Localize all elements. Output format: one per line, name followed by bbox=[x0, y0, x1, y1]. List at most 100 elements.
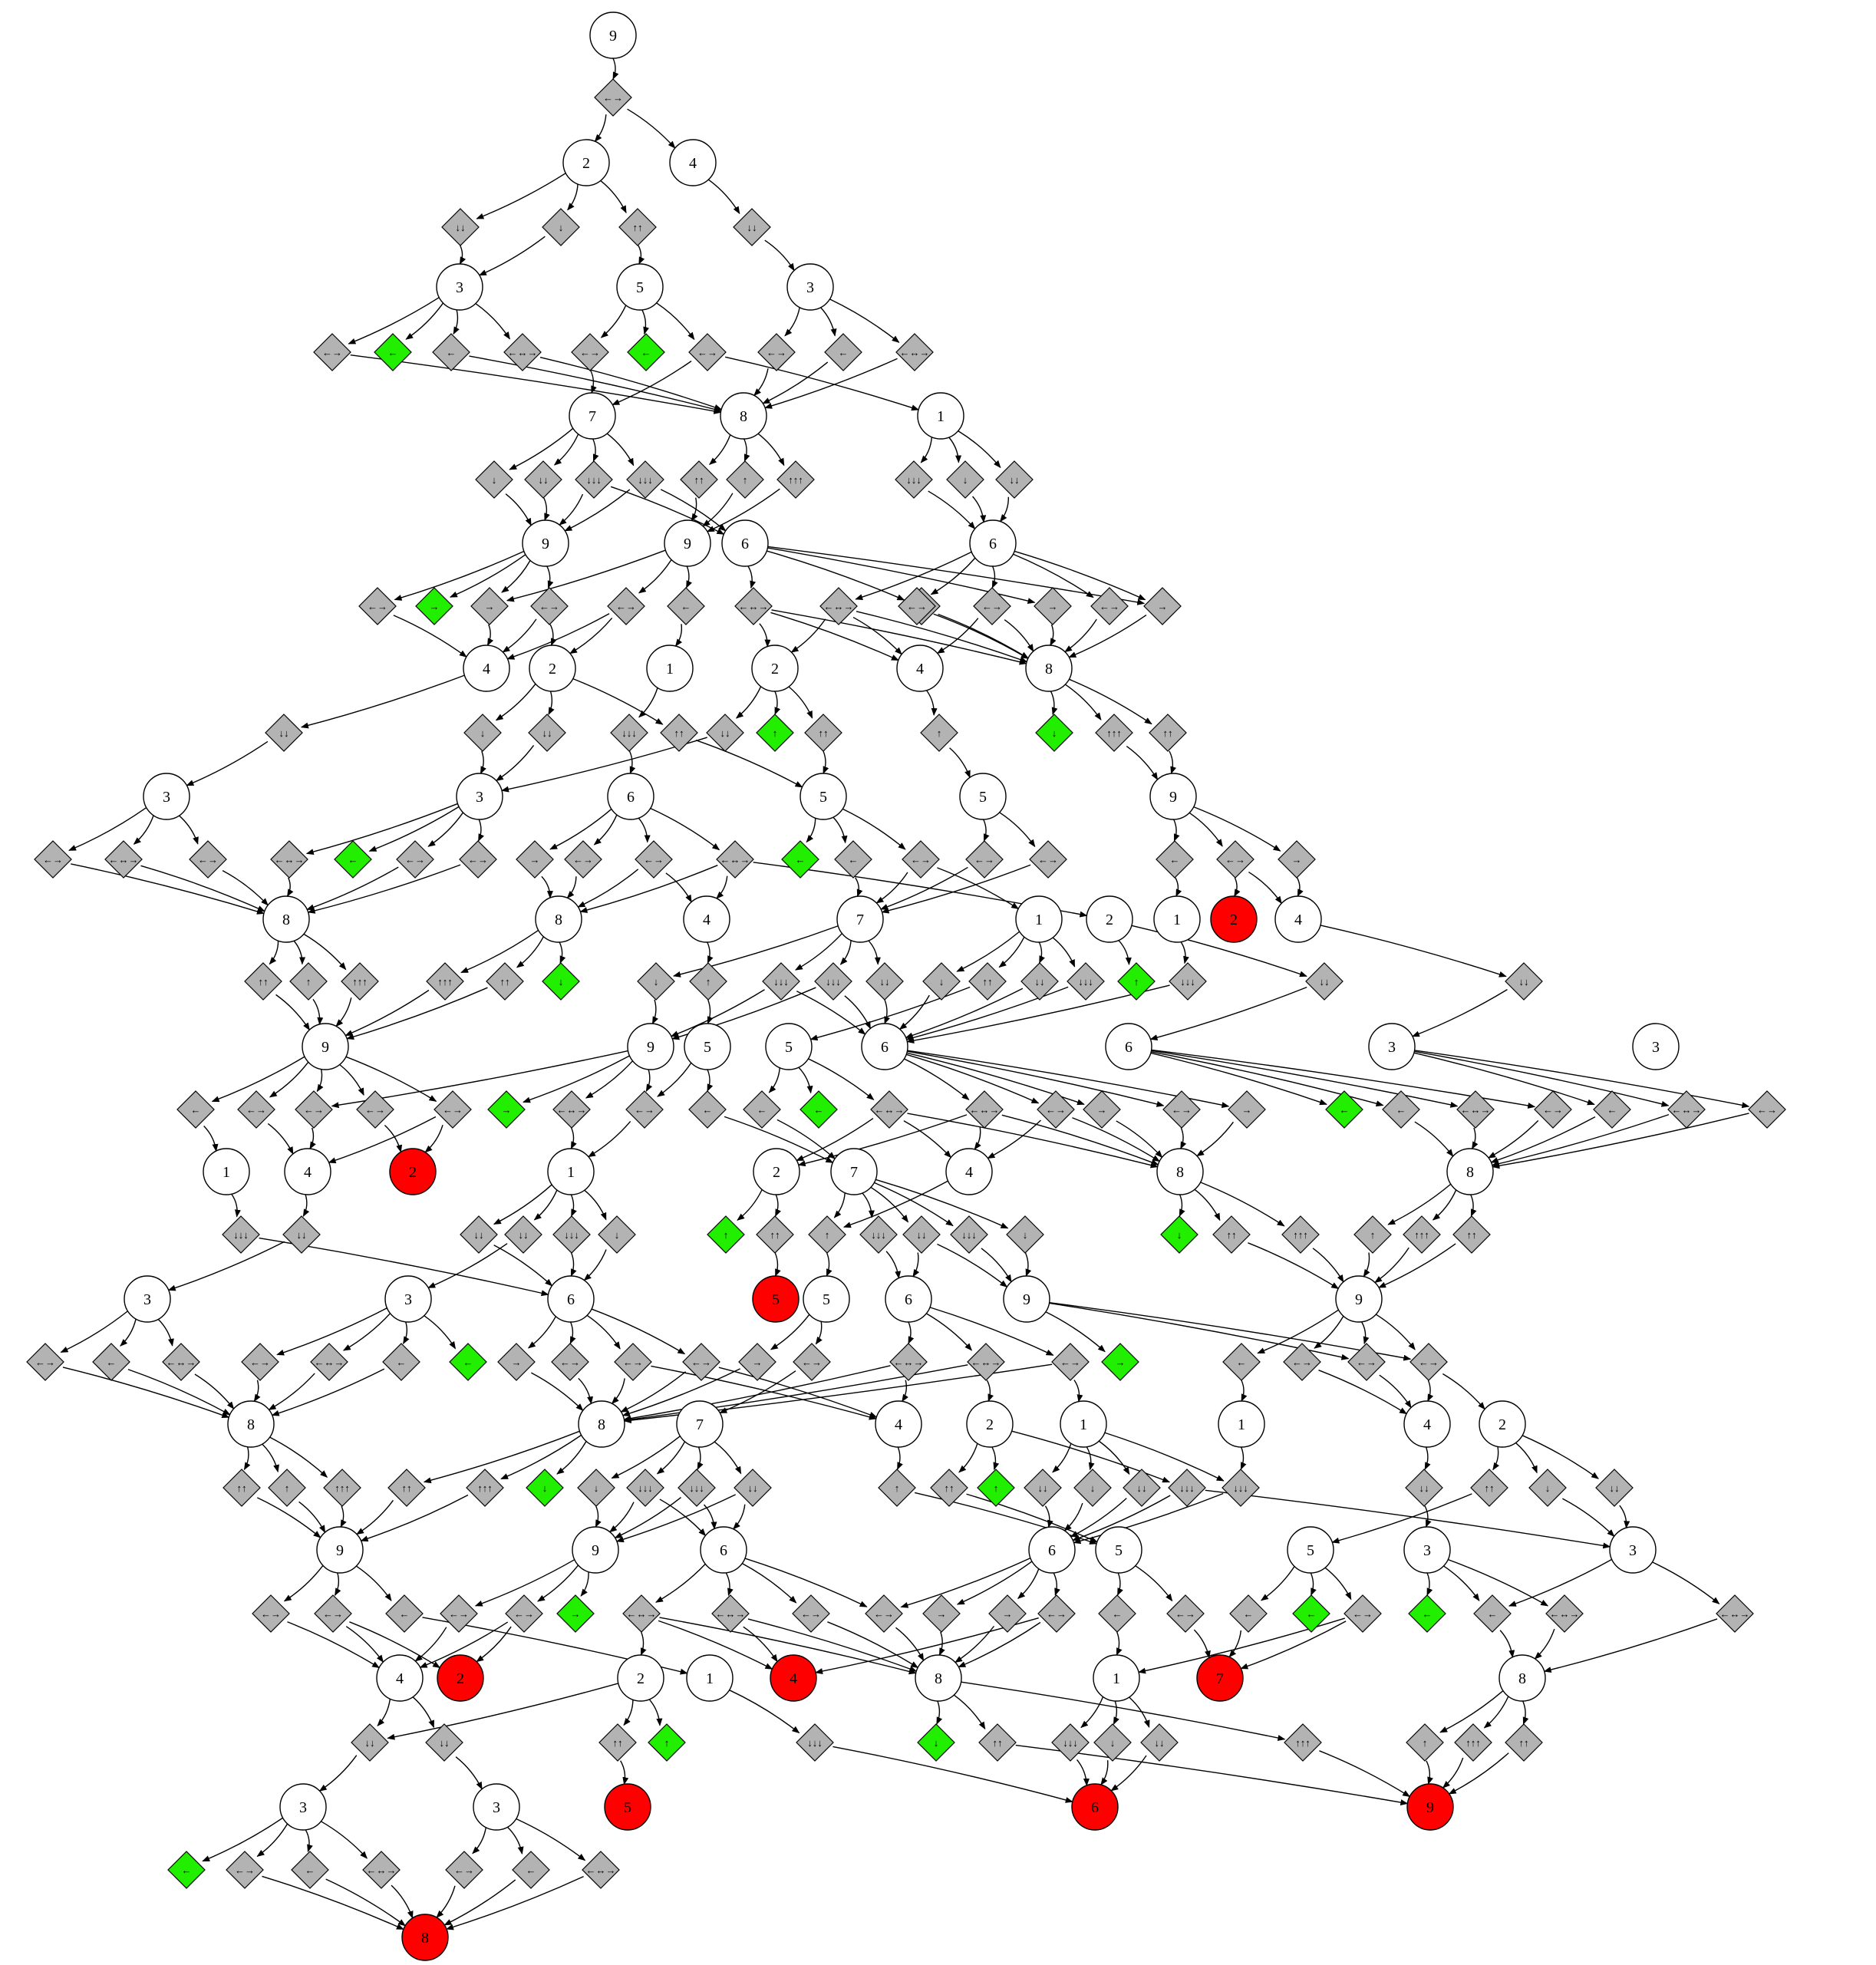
edge-arrow bbox=[1652, 1561, 1720, 1604]
move-node: ←↔→ bbox=[1456, 1090, 1495, 1129]
edge-arrow bbox=[570, 1194, 577, 1217]
edge-arrow bbox=[655, 1563, 706, 1603]
state-label: 4 bbox=[790, 1670, 797, 1687]
state-label: 5 bbox=[636, 279, 644, 296]
edge-arrow bbox=[306, 866, 399, 911]
move-node: ← bbox=[1473, 1594, 1512, 1633]
state-label: 3 bbox=[456, 279, 463, 296]
left-right-arrow-icon: ←→ bbox=[368, 601, 387, 612]
edge-arrow bbox=[898, 994, 930, 1030]
goal-move-node: ↓ bbox=[917, 1723, 955, 1762]
edge-arrow bbox=[958, 430, 1001, 469]
edge-arrow bbox=[948, 437, 962, 463]
edge-arrow bbox=[586, 1314, 621, 1350]
move-diamond bbox=[470, 587, 509, 625]
edge-arrow bbox=[1296, 877, 1304, 897]
edge-arrow bbox=[287, 1621, 381, 1669]
edge-arrow bbox=[656, 302, 695, 341]
dead-end-state-node: 9 bbox=[1406, 1783, 1454, 1831]
edge-arrow bbox=[806, 818, 816, 843]
state-label: 1 bbox=[666, 661, 674, 678]
move-diamond bbox=[552, 1215, 591, 1254]
move-node: ↓↓ bbox=[504, 1215, 542, 1254]
edge-arrow bbox=[729, 1690, 800, 1734]
move-node: ←→ bbox=[1216, 840, 1255, 879]
edge-arrow bbox=[594, 114, 607, 143]
move-node: ←→ bbox=[1347, 1343, 1386, 1381]
left-right-arrow-icon: ←→ bbox=[405, 854, 425, 865]
edge-arrow bbox=[999, 812, 1036, 848]
left-arrow-icon: ← bbox=[107, 1357, 117, 1368]
move-node: ↓↓ bbox=[706, 714, 744, 752]
edge-arrow bbox=[929, 1307, 1054, 1356]
edge-arrow bbox=[186, 740, 269, 786]
move-node: → bbox=[738, 1343, 776, 1381]
move-node: ←↔→ bbox=[819, 587, 858, 625]
double-down-arrow-icon: ↓↓ bbox=[297, 1229, 307, 1241]
up-arrow-icon: ↑ bbox=[994, 1482, 999, 1494]
move-node: ←↔→ bbox=[711, 1594, 750, 1633]
move-diamond bbox=[1051, 1723, 1090, 1762]
move-diamond bbox=[1284, 1723, 1322, 1762]
triple-down-arrow-icon: ↓↓↓ bbox=[807, 1737, 823, 1749]
edge-arrow bbox=[905, 1053, 1040, 1104]
state-label: 9 bbox=[1023, 1291, 1030, 1308]
move-diamond bbox=[176, 1090, 215, 1129]
move-diamond bbox=[362, 1851, 401, 1889]
edge-arrow bbox=[559, 493, 584, 526]
state-node: 6 bbox=[607, 773, 654, 820]
move-node: ↑↑↑ bbox=[323, 1469, 361, 1507]
move-diamond bbox=[530, 587, 569, 625]
edge-arrow bbox=[1063, 1502, 1083, 1531]
left-right-arrow-icon: ←→ bbox=[697, 347, 717, 358]
move-diamond bbox=[425, 1723, 463, 1762]
state-label: 2 bbox=[1106, 912, 1113, 928]
state-circle bbox=[765, 1023, 813, 1070]
triple-up-arrow-icon: ↑↑↑ bbox=[335, 1482, 350, 1494]
move-node: ↓ bbox=[922, 962, 961, 1001]
move-diamond bbox=[865, 1594, 903, 1633]
edge-arrow bbox=[506, 549, 666, 602]
left-arrow-icon: ← bbox=[849, 854, 859, 865]
right-arrow-icon: → bbox=[1048, 601, 1058, 612]
up-arrow-icon: ↑ bbox=[285, 1482, 290, 1494]
move-node: ↓ bbox=[598, 1215, 636, 1254]
edge-arrow bbox=[1017, 1568, 1040, 1599]
move-node: ↑↑↑ bbox=[1403, 1215, 1441, 1254]
edge-arrow bbox=[936, 618, 979, 654]
edge-arrow bbox=[608, 1502, 635, 1533]
edge-arrow bbox=[423, 1430, 580, 1484]
state-circle bbox=[1196, 1654, 1244, 1702]
edge-arrow bbox=[1200, 1182, 1285, 1227]
move-diamond bbox=[1024, 1469, 1062, 1507]
edge-arrow bbox=[1426, 1572, 1433, 1596]
left-right-arrow-icon: ←→ bbox=[623, 1357, 643, 1368]
move-node: ↑↑ bbox=[598, 1723, 637, 1762]
state-label: 1 bbox=[1173, 912, 1181, 928]
up-arrow-icon: ↑ bbox=[937, 727, 942, 739]
move-node: ↑↑ bbox=[968, 962, 1007, 1001]
move-node: ↓↓ bbox=[995, 460, 1034, 499]
edge-arrow bbox=[231, 1193, 241, 1218]
edge-arrow bbox=[1374, 1247, 1409, 1284]
edge-arrow bbox=[1180, 941, 1189, 964]
move-node: ←→ bbox=[358, 587, 397, 625]
move-node: ←→ bbox=[530, 587, 569, 625]
state-circle bbox=[562, 139, 610, 186]
left-right-arrow-icon: ←→ bbox=[1046, 1104, 1066, 1116]
edge-arrow bbox=[305, 803, 458, 856]
move-diamond bbox=[1505, 1723, 1543, 1762]
state-circle bbox=[302, 1023, 349, 1070]
state-label: 6 bbox=[720, 1542, 727, 1559]
double-up-arrow-icon: ↑↑ bbox=[819, 727, 829, 739]
move-node: ←→ bbox=[445, 1851, 483, 1889]
triple-down-arrow-icon: ↓↓↓ bbox=[621, 727, 637, 739]
state-node: 5 bbox=[803, 1275, 850, 1323]
move-node: ←→ bbox=[440, 1594, 478, 1633]
move-diamond bbox=[244, 962, 282, 1001]
state-circle bbox=[1149, 773, 1197, 820]
edge-arrow bbox=[1050, 624, 1057, 646]
right-arrow-icon: → bbox=[1292, 854, 1302, 865]
move-node: ↑↑↑ bbox=[1281, 1215, 1320, 1254]
